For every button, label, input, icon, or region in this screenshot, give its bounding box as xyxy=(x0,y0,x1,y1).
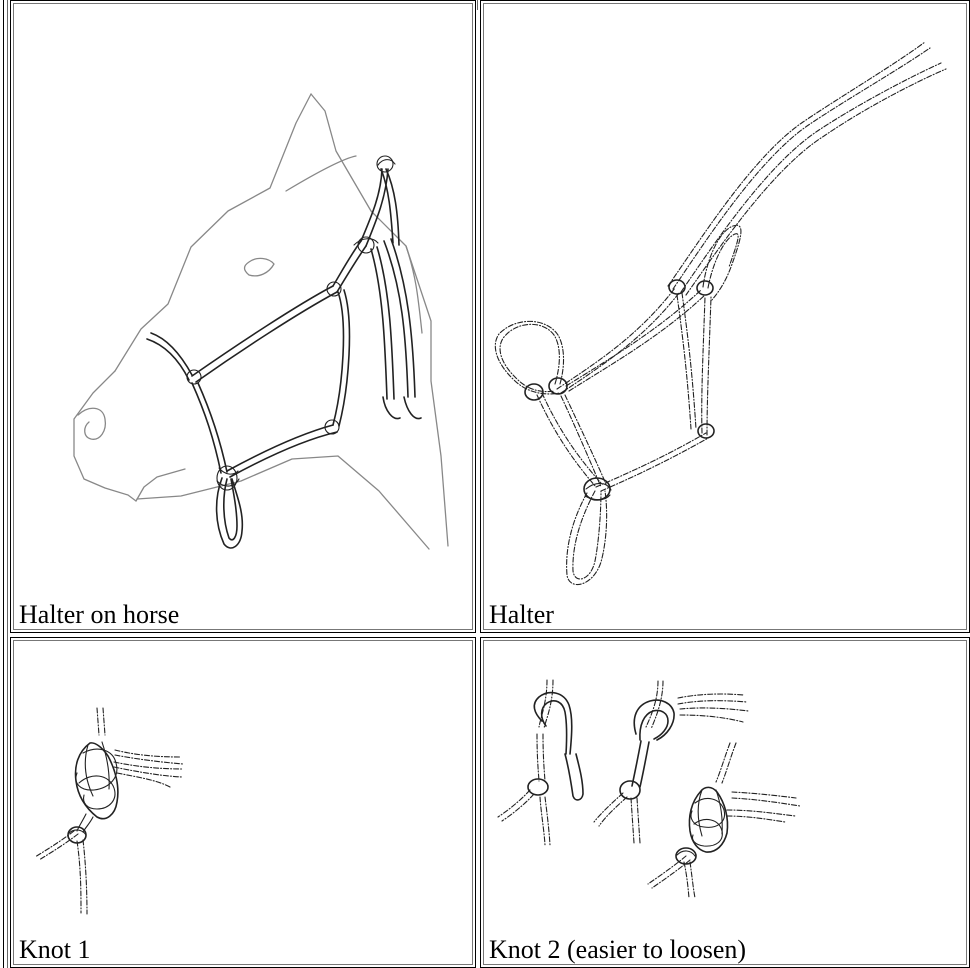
knot-illustration xyxy=(11,638,476,928)
figure-caption: Knot 2 (easier to loosen) xyxy=(489,937,746,963)
figure-cell-halter-on-horse: Halter on horse xyxy=(10,0,476,633)
figure-caption: Knot 1 xyxy=(19,937,91,963)
figure-cell-knot-2: Knot 2 (easier to loosen) xyxy=(480,637,970,968)
figure-cell-knot-1: Knot 1 xyxy=(10,637,476,968)
knot-sequence-illustration xyxy=(481,638,970,928)
outer-border-left-inner xyxy=(7,0,8,968)
figure-cell-halter: Halter xyxy=(480,0,970,633)
figure-caption: Halter xyxy=(489,602,554,628)
outer-border-left xyxy=(3,0,4,968)
outer-border-top-divider xyxy=(477,0,478,10)
horse-halter-illustration xyxy=(11,1,476,593)
rope-halter-illustration xyxy=(481,1,970,593)
figure-caption: Halter on horse xyxy=(19,602,179,628)
